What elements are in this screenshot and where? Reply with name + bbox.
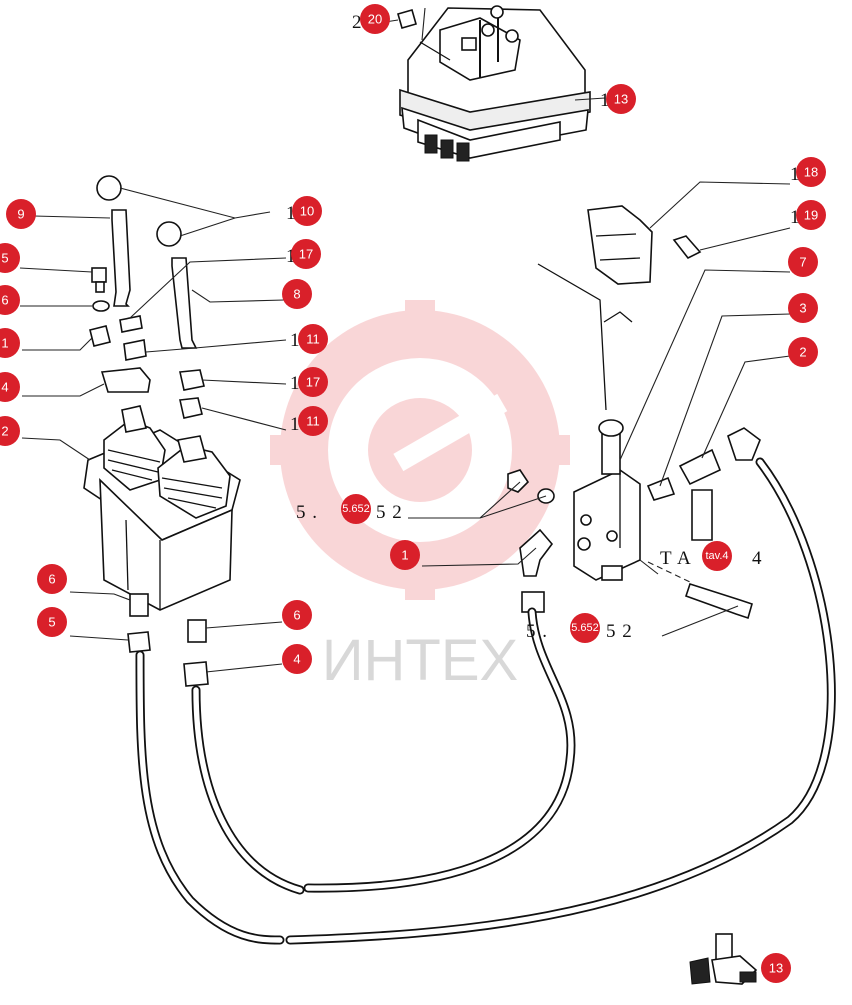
stub-19: 1 [790,207,801,228]
callout-13-bottom[interactable]: 13 [761,953,791,983]
reference-badge-tav4[interactable]: tav.4 [702,541,732,571]
callout-10[interactable]: 10 [292,196,322,226]
stub-13: 1 [600,90,611,111]
svg-text:5: 5 [1,251,8,266]
svg-text:6: 6 [293,608,300,623]
svg-text:5.652: 5.652 [571,622,599,634]
svg-text:18: 18 [804,165,818,180]
reference-badge-5652-b[interactable]: 5.652 [570,613,600,643]
ref-text-1b: 5 2 [376,502,403,523]
reference-labels: 5 . 5 2 5 . 5 2 T A 4 [296,502,763,642]
reference-badge-5652-a[interactable]: 5.652 [341,494,371,524]
svg-text:6: 6 [1,293,8,308]
callout-19[interactable]: 19 [796,200,826,230]
stub-17b: 1 [290,373,301,394]
svg-text:1: 1 [1,336,8,351]
callout-5-bottom-left[interactable]: 5 [37,607,67,637]
svg-text:13: 13 [769,961,783,976]
svg-text:2: 2 [1,424,8,439]
control-box-assembly [384,5,606,162]
svg-text:4: 4 [293,652,300,667]
callout-2-right[interactable]: 2 [788,337,818,367]
callout-1-left[interactable]: 1 [0,328,20,358]
svg-text:17: 17 [306,375,320,390]
ref-text-3a: T A [660,548,692,569]
joystick-assembly [83,175,241,687]
callout-20[interactable]: 20 [360,4,390,34]
callout-13-top[interactable]: 13 [606,84,636,114]
svg-text:11: 11 [306,332,320,347]
callout-8[interactable]: 8 [282,279,312,309]
callout-17-a[interactable]: 17 [291,239,321,269]
ref-text-2a: 5 . [526,621,548,642]
callout-9[interactable]: 9 [6,199,36,229]
stub-digits: 2 1 1 1 1 1 1 1 1 [286,12,801,435]
svg-text:3: 3 [799,301,806,316]
callout-11-a[interactable]: 11 [298,324,328,354]
stub-20: 2 [352,12,363,33]
svg-text:10: 10 [300,204,314,219]
callout-4-bottom-mid[interactable]: 4 [282,644,312,674]
callout-5-top[interactable]: 5 [0,243,20,273]
svg-text:tav.4: tav.4 [705,550,728,562]
ref-text-1a: 5 . [296,502,318,523]
callout-4-left[interactable]: 4 [0,372,20,402]
svg-text:2: 2 [799,345,806,360]
svg-text:8: 8 [293,287,300,302]
svg-text:7: 7 [799,255,806,270]
callout-badges[interactable]: 20 13 9 10 5 6 1 4 2 17 8 11 17 11 18 19… [0,4,826,983]
stub-17a: 1 [286,246,297,267]
svg-text:19: 19 [804,208,818,223]
callout-7[interactable]: 7 [788,247,818,277]
stub-11b: 1 [290,414,301,435]
callout-6-bottom-left[interactable]: 6 [37,564,67,594]
stub-11a: 1 [290,330,301,351]
svg-text:1: 1 [401,548,408,563]
callout-1-mid[interactable]: 1 [390,540,420,570]
callout-2-left[interactable]: 2 [0,416,20,446]
valve-assembly [507,205,761,620]
svg-text:5.652: 5.652 [342,503,370,515]
callout-18[interactable]: 18 [796,157,826,187]
connector-part [689,933,758,985]
svg-text:6: 6 [48,572,55,587]
hydraulic-hoses [135,457,836,945]
stub-18: 1 [790,164,801,185]
ref-text-2b: 5 2 [606,621,633,642]
svg-text:11: 11 [306,414,320,429]
callout-11-b[interactable]: 11 [298,406,328,436]
stub-10: 1 [286,203,297,224]
callout-17-b[interactable]: 17 [298,367,328,397]
ref-text-3b: 4 [752,548,763,569]
callout-3[interactable]: 3 [788,293,818,323]
svg-text:5: 5 [48,615,55,630]
svg-text:20: 20 [368,12,382,27]
callout-6-bottom-mid[interactable]: 6 [282,600,312,630]
svg-text:13: 13 [614,92,628,107]
svg-text:17: 17 [299,247,313,262]
watermark-text: ИНТЕХ [322,628,518,693]
callout-6-top[interactable]: 6 [0,285,20,315]
svg-text:9: 9 [17,207,24,222]
svg-text:4: 4 [1,380,8,395]
leader-lines [19,181,791,673]
